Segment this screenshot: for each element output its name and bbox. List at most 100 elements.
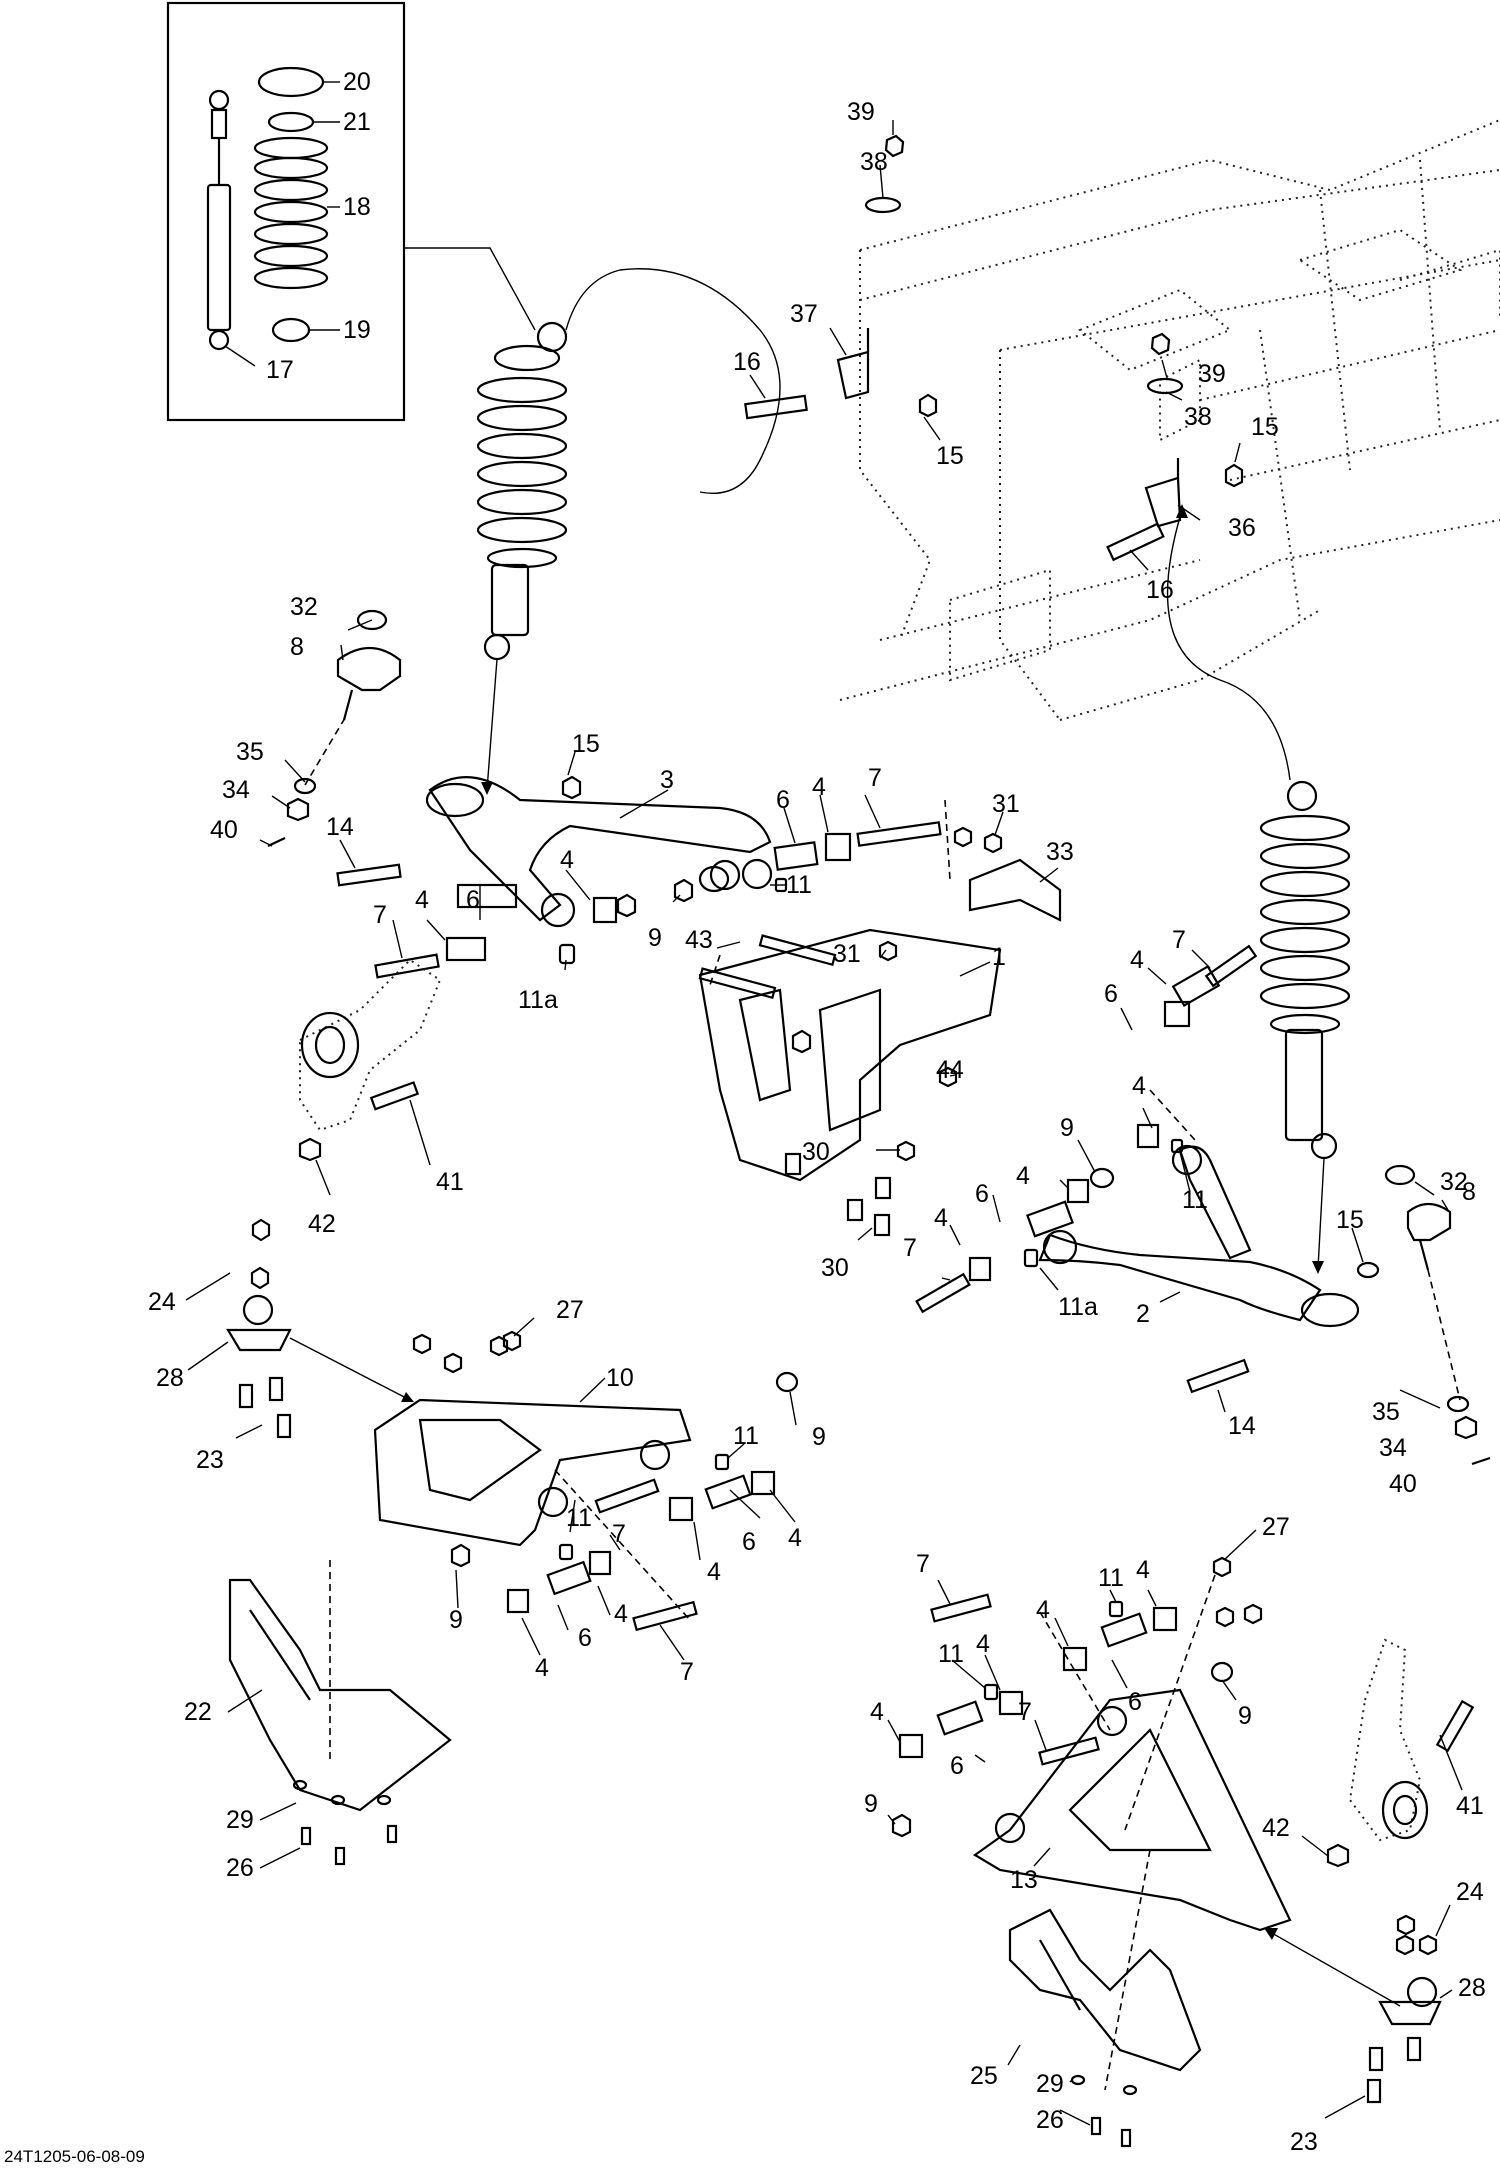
callout-24a: 24 bbox=[148, 1288, 176, 1316]
callout-21: 21 bbox=[343, 108, 371, 136]
callout-8a: 8 bbox=[290, 633, 304, 661]
callout-4i: 4 bbox=[707, 1558, 721, 1586]
callout-35b: 35 bbox=[1372, 1398, 1400, 1426]
callout-4a: 4 bbox=[812, 773, 826, 801]
callout-20: 20 bbox=[343, 68, 371, 96]
callout-9b: 9 bbox=[1060, 1114, 1074, 1142]
callout-24b: 24 bbox=[1456, 1878, 1484, 1906]
callout-39b: 39 bbox=[1198, 360, 1226, 388]
callout-4e: 4 bbox=[1132, 1072, 1146, 1100]
callout-15a: 15 bbox=[936, 442, 964, 470]
callout-39a: 39 bbox=[847, 98, 875, 126]
callout-4m: 4 bbox=[1036, 1596, 1050, 1624]
right-lower-arm-hardware bbox=[891, 1556, 1263, 2091]
callout-4n: 4 bbox=[976, 1630, 990, 1658]
callout-28a: 28 bbox=[156, 1364, 184, 1392]
callout-4j: 4 bbox=[535, 1654, 549, 1682]
callout-11d: 11 bbox=[566, 1504, 592, 1532]
callout-6d: 6 bbox=[975, 1180, 989, 1208]
callout-7h: 7 bbox=[1018, 1698, 1032, 1726]
callout-43: 43 bbox=[685, 926, 713, 954]
callout-32b: 32 bbox=[1440, 1168, 1468, 1196]
callout-4o: 4 bbox=[870, 1698, 884, 1726]
right-skid-plate-25 bbox=[1008, 1908, 1202, 2148]
drawing-code: 24T1205-06-08-09 bbox=[4, 2147, 145, 2166]
right-upper-a-arm bbox=[1038, 1144, 1360, 1328]
callout-19: 19 bbox=[343, 316, 371, 344]
callout-15c: 15 bbox=[572, 730, 600, 758]
callout-11a: 11 bbox=[786, 871, 812, 899]
callout-23a: 23 bbox=[196, 1446, 224, 1474]
callout-32a: 32 bbox=[290, 593, 318, 621]
callout-4b: 4 bbox=[560, 846, 574, 874]
right-upper-arm-callouts: 7 4 6 4 9 4 11 6 4 7 11a 2 15 32 8 14 35… bbox=[903, 926, 1476, 1498]
callout-35a: 35 bbox=[236, 738, 264, 766]
right-shock-absorber bbox=[1166, 504, 1351, 1274]
callout-38a: 38 bbox=[860, 148, 888, 176]
callout-44: 44 bbox=[936, 1056, 964, 1084]
callout-10: 10 bbox=[606, 1364, 634, 1392]
callout-11a-left: 11a bbox=[518, 986, 558, 1014]
left-knuckle-callouts: 41 42 bbox=[308, 1099, 464, 1238]
callout-41b: 41 bbox=[1456, 1792, 1484, 1820]
callout-6f: 6 bbox=[578, 1624, 592, 1652]
left-lower-arm-callouts: 24 28 27 10 23 11 9 11 7 6 4 4 9 6 4 4 6… bbox=[148, 1272, 826, 1882]
callout-30b: 30 bbox=[821, 1254, 849, 1282]
callout-9d: 9 bbox=[449, 1606, 463, 1634]
shock-inset-box: 20 21 18 19 17 bbox=[166, 1, 406, 422]
callout-26a: 26 bbox=[226, 1854, 254, 1882]
right-knuckle-drawing bbox=[1326, 1638, 1475, 1868]
right-lower-ball-joint-28 bbox=[1366, 1914, 1442, 2104]
callout-6b: 6 bbox=[466, 886, 480, 914]
callout-37: 37 bbox=[790, 300, 818, 328]
callout-4f: 4 bbox=[1016, 1162, 1030, 1190]
left-upper-arm-callouts: 32 8 35 34 40 15 3 14 6 4 7 4 11 4 6 7 9… bbox=[210, 593, 882, 1014]
shock-mount-bracket-37 bbox=[744, 134, 938, 420]
callout-27a: 27 bbox=[556, 1296, 584, 1324]
callout-4c: 4 bbox=[415, 886, 429, 914]
callout-4h: 4 bbox=[788, 1524, 802, 1552]
callout-31b: 31 bbox=[833, 940, 861, 968]
callout-34a: 34 bbox=[222, 776, 250, 804]
callout-3: 3 bbox=[660, 766, 674, 794]
left-upper-arm-hardware bbox=[267, 609, 942, 979]
callout-29a: 29 bbox=[226, 1806, 254, 1834]
callout-4k: 4 bbox=[614, 1600, 628, 1628]
callout-2: 2 bbox=[1136, 1300, 1150, 1328]
callout-7e: 7 bbox=[612, 1520, 626, 1548]
callout-4d: 4 bbox=[1130, 946, 1144, 974]
callout-11e: 11 bbox=[1098, 1564, 1124, 1592]
left-lower-arm-hardware bbox=[329, 1330, 799, 1760]
callout-11a-right: 11a bbox=[1058, 1293, 1098, 1321]
callout-6e: 6 bbox=[742, 1528, 756, 1556]
callout-42b: 42 bbox=[1262, 1814, 1290, 1842]
callout-7b: 7 bbox=[373, 901, 387, 929]
callout-11b: 11 bbox=[1182, 1186, 1208, 1214]
callout-7c: 7 bbox=[1172, 926, 1186, 954]
callout-8b: 8 bbox=[1462, 1178, 1476, 1206]
callout-28b: 28 bbox=[1458, 1974, 1486, 2002]
inset-leader-lines bbox=[224, 81, 340, 367]
callout-7a: 7 bbox=[868, 764, 882, 792]
callout-40a: 40 bbox=[210, 816, 238, 844]
callout-26b: 26 bbox=[1036, 2106, 1064, 2134]
callout-18: 18 bbox=[343, 193, 371, 221]
callout-36: 36 bbox=[1228, 514, 1256, 542]
callout-13: 13 bbox=[1010, 1866, 1038, 1894]
callout-6h: 6 bbox=[1128, 1688, 1142, 1716]
callout-4g: 4 bbox=[934, 1204, 948, 1232]
callout-7g: 7 bbox=[916, 1550, 930, 1578]
center-support-hardware bbox=[698, 826, 1003, 1237]
left-skid-plate-22 bbox=[228, 1578, 452, 1866]
callout-42a: 42 bbox=[308, 1210, 336, 1238]
left-steering-knuckle bbox=[298, 958, 442, 1162]
callout-7f: 7 bbox=[680, 1658, 694, 1686]
left-lower-ball-joint-28 bbox=[226, 1218, 292, 1439]
callout-33: 33 bbox=[1046, 838, 1074, 866]
callout-23b: 23 bbox=[1290, 2128, 1318, 2156]
callout-7d: 7 bbox=[903, 1234, 917, 1262]
callout-11f: 11 bbox=[938, 1640, 964, 1668]
frame-callouts: 39 38 37 16 15 39 38 15 36 16 bbox=[733, 98, 1279, 604]
callout-15b: 15 bbox=[1251, 413, 1279, 441]
callout-4l: 4 bbox=[1136, 1556, 1150, 1584]
